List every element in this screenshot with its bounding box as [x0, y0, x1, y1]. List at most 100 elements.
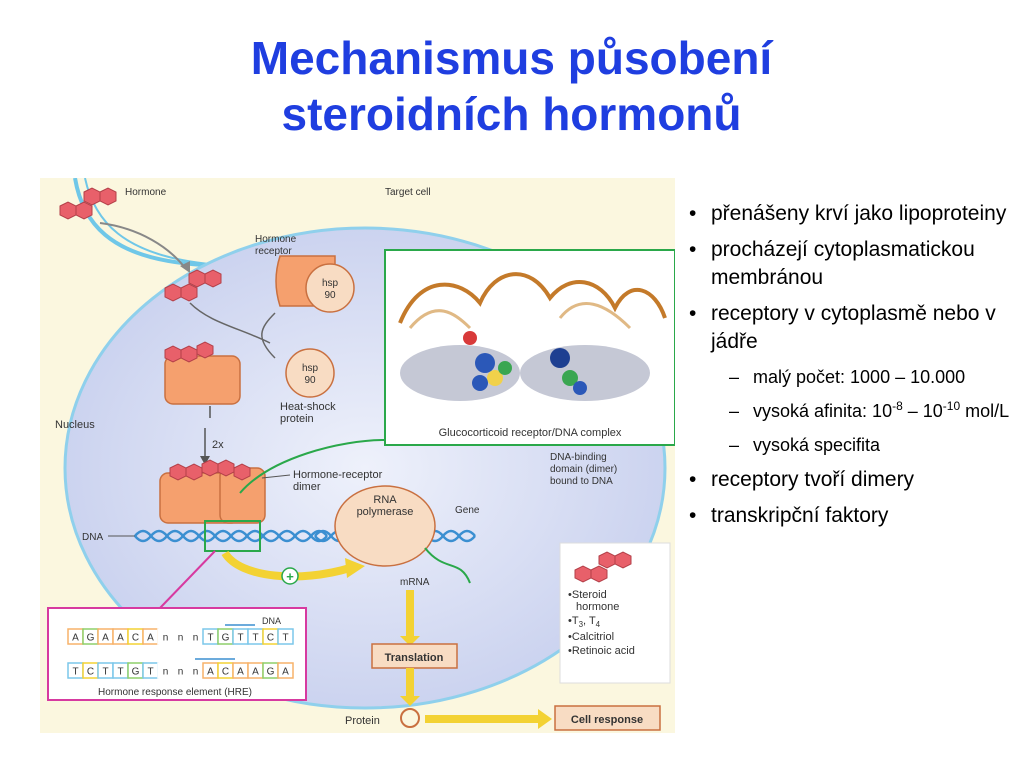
hre-base-label: T	[237, 633, 243, 644]
hormone-molecule	[59, 187, 117, 220]
dimer-pointer	[261, 474, 291, 479]
hre-base-cell	[277, 662, 294, 679]
plus-circle	[281, 567, 299, 585]
hre-base-label: A	[147, 633, 154, 644]
legend-item-3: •Calcitriol	[568, 631, 614, 643]
hre-base-label: G	[222, 633, 230, 644]
activation-arrow	[221, 550, 352, 581]
hre-base-label: T	[252, 633, 258, 644]
two-x-label: 2x	[212, 439, 224, 451]
inset-box	[384, 249, 675, 446]
dna-label: DNA	[82, 532, 103, 543]
hre-highlight	[204, 520, 261, 552]
hre-base-label: A	[252, 667, 259, 678]
hormone-receptor-label-1: Hormone	[255, 234, 297, 245]
inset-link	[239, 439, 386, 494]
hre-base-label: A	[72, 633, 79, 644]
title-line-1: Mechanismus působení	[250, 32, 773, 84]
protein-structure	[398, 272, 667, 401]
hre-caption: Hormone response element (HRE)	[98, 687, 252, 698]
dna-binding-label-1: DNA-binding	[550, 452, 607, 463]
nucleus-label: Nucleus	[55, 419, 95, 431]
dimer-label-2: dimer	[293, 481, 321, 493]
dimer-hormones	[169, 459, 251, 481]
translation-label: Translation	[385, 652, 444, 664]
entry-arrow-head	[180, 261, 190, 273]
hre-base-label: T	[102, 667, 108, 678]
step-arrow-2-head	[200, 456, 210, 465]
hre-box	[47, 607, 307, 701]
dimer-label-1: Hormone-receptor	[293, 469, 383, 481]
legend-item-1: •Steroid	[568, 589, 607, 601]
mechanism-diagram: Hormone Target cell Hormone receptor hsp…	[40, 178, 675, 733]
hre-base-label: C	[222, 667, 229, 678]
hre-base-label: n	[193, 633, 199, 644]
hsp-label-2: 90	[324, 290, 336, 301]
hre-base-label: A	[102, 633, 109, 644]
release-arrow	[261, 312, 276, 359]
hsp-free-label-2: 90	[304, 375, 316, 386]
gene-label: Gene	[455, 505, 480, 516]
mechanism-figure: Hormone Target cell Hormone receptor hsp…	[40, 178, 675, 733]
target-cell-label: Target cell	[385, 187, 431, 198]
response-arrow-head	[538, 709, 552, 729]
hre-base-cell	[277, 628, 294, 645]
hre-base-label: G	[132, 667, 140, 678]
hre-base-label: C	[87, 667, 94, 678]
cell-response-box	[554, 705, 661, 731]
slide-title: Mechanismus působení steroidních hormonů	[0, 30, 1023, 142]
rna-polymerase-label-2: polymerase	[357, 506, 414, 518]
translation-box	[371, 643, 458, 669]
hormone-receptor-label-2: receptor	[255, 246, 292, 257]
inset-caption: Glucocorticoid receptor/DNA complex	[439, 427, 622, 439]
mrna-label: mRNA	[400, 577, 430, 588]
hre-base-label: G	[267, 667, 275, 678]
dna-strand-left-b	[134, 529, 328, 543]
hsp90-bound	[305, 263, 355, 313]
translation-arrow-head	[400, 636, 420, 646]
mrna-strand	[424, 547, 471, 584]
hre-base-label: A	[237, 667, 244, 678]
hre-base-label: G	[87, 633, 95, 644]
hre-base-label: n	[178, 667, 184, 678]
hormone-receptor-complex	[164, 355, 241, 405]
bullet-item: transkripční faktory	[683, 502, 1018, 530]
hre-connector	[159, 550, 216, 609]
hre-base-label: T	[207, 633, 213, 644]
hormone-label: Hormone	[125, 187, 167, 198]
sub-bullet-item: –vysoká specifita	[729, 435, 881, 455]
cell-response-label: Cell response	[571, 714, 643, 726]
legend-box	[559, 542, 671, 684]
legend-item-4: •Retinoic acid	[568, 645, 635, 657]
hsp90-free	[285, 348, 335, 398]
bullet-item: receptory v cytoplasmě nebo v jádře	[683, 300, 1018, 356]
hre-base-label: n	[163, 633, 169, 644]
bound-hormone	[164, 341, 214, 363]
hre-base-label: n	[163, 667, 169, 678]
bullet-item: receptory tvoří dimery	[683, 466, 1018, 494]
heat-shock-label-1: Heat-shock	[280, 401, 336, 413]
legend-item-1b: hormone	[576, 601, 619, 613]
protein-coil	[400, 708, 420, 728]
sub-bullet-item: –vysoká afinita: 10-8 – 10-10 mol/L	[729, 399, 1010, 421]
hre-base-label: T	[72, 667, 78, 678]
plus-label: +	[286, 569, 294, 584]
dna-binding-label-2: domain (dimer)	[550, 464, 617, 475]
hre-base-label: A	[282, 667, 289, 678]
hre-base-label: T	[117, 667, 123, 678]
hsp-label-1: hsp	[322, 278, 339, 289]
rna-polymerase-label-1: RNA	[373, 494, 397, 506]
hre-base-label: A	[207, 667, 214, 678]
dna-binding-label-3: bound to DNA	[550, 476, 613, 487]
hre-base-label: A	[117, 633, 124, 644]
sub-bullet-item: –malý počet: 1000 – 10.000	[729, 367, 966, 387]
hre-base-label: n	[193, 667, 199, 678]
hsp-free-label-1: hsp	[302, 363, 319, 374]
hre-base-label: T	[147, 667, 153, 678]
legend-item-2: •T3, T4	[568, 615, 601, 629]
rna-polymerase	[334, 485, 436, 567]
heat-shock-label-2: protein	[280, 413, 314, 425]
legend-hormone-icon	[574, 551, 632, 583]
